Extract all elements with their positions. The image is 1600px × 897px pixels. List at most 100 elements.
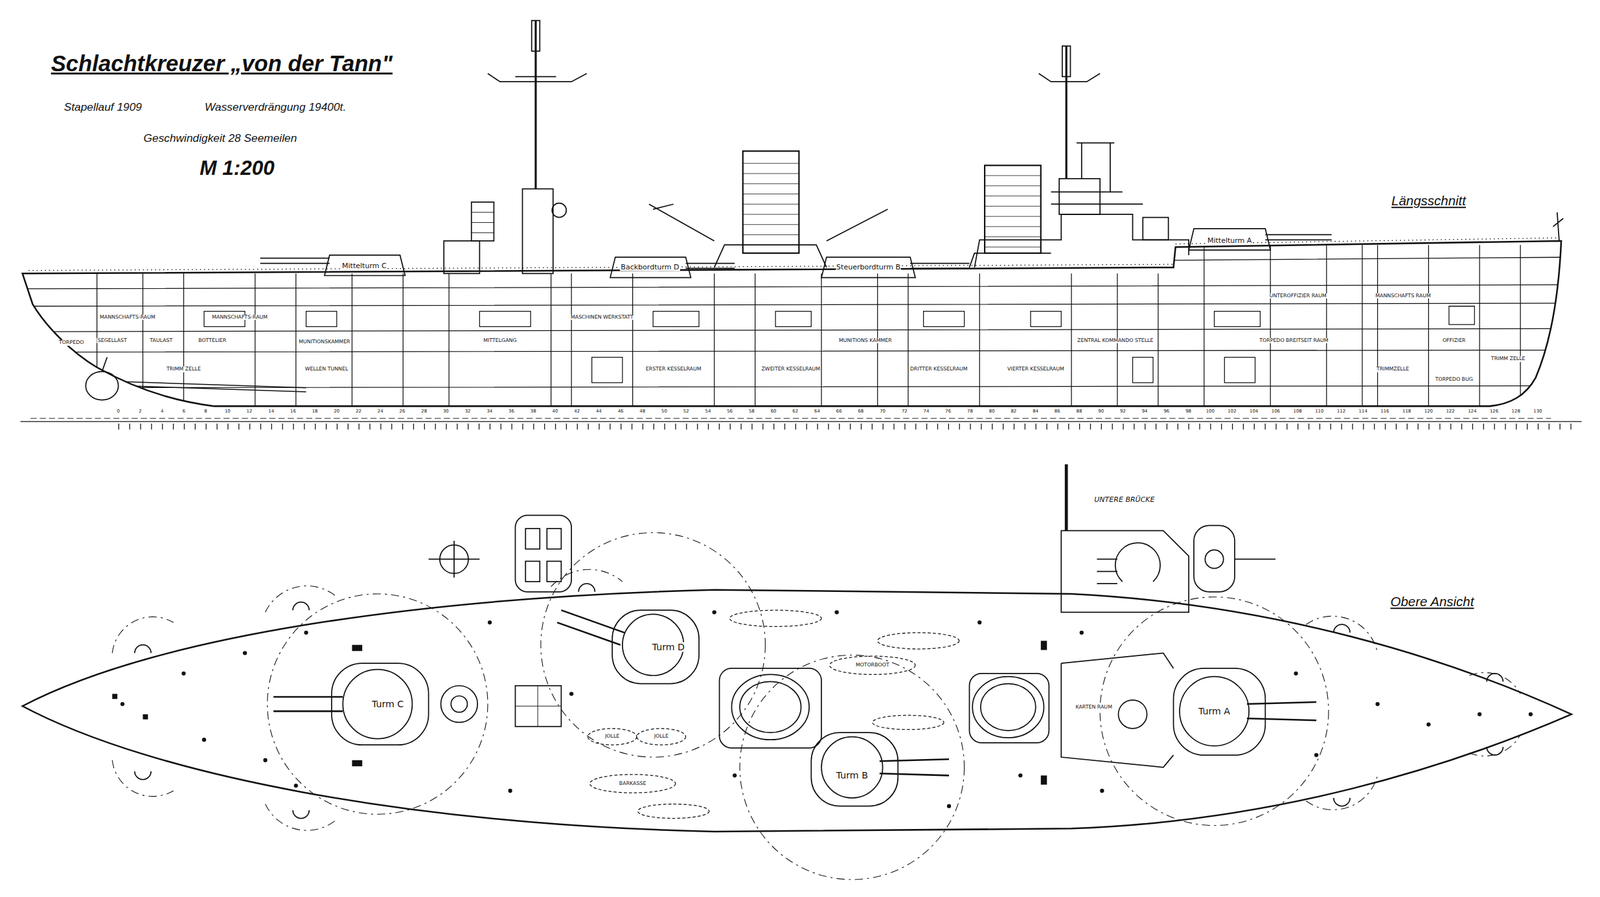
plan-view-part <box>1118 700 1147 729</box>
side-profile-part-part <box>592 357 1256 383</box>
plan-view <box>22 464 1572 880</box>
plan-view-part-part <box>143 714 149 720</box>
part-label: DRITTER KESSELRAUM <box>909 366 969 372</box>
header-text: Längsschnitt <box>1390 194 1467 209</box>
side-profile-part <box>471 202 495 241</box>
plan-view-part <box>450 695 468 712</box>
side-profile-part <box>1188 228 1332 251</box>
plan-view-part <box>546 528 561 550</box>
frame-number: 38 <box>529 410 538 415</box>
part-label: TRIMM ZELLE <box>165 366 202 372</box>
plan-view-part <box>22 590 1572 832</box>
side-profile-part <box>1059 178 1100 215</box>
side-profile-part <box>20 421 1582 422</box>
side-profile-part <box>22 240 1562 407</box>
plan-view-part-part <box>120 702 125 707</box>
frame-number: 68 <box>857 410 865 415</box>
part-label: Mittelturm C <box>341 262 388 271</box>
plan-view-part-part <box>112 569 1521 831</box>
plan-view-part-part <box>947 803 951 808</box>
header-text: Wasserverdrängung 19400t. <box>204 101 347 113</box>
frame-number: 130 <box>1532 410 1543 415</box>
side-profile-part <box>487 73 587 83</box>
side-profile-part <box>1553 212 1564 241</box>
side-profile-part-part <box>97 244 1521 409</box>
side-profile-part <box>531 20 541 52</box>
plan-view-part <box>525 528 540 550</box>
part-label: TORPEDO <box>58 340 85 346</box>
frame-number: 8 <box>203 410 208 415</box>
frame-number: 110 <box>1314 410 1325 415</box>
plan-view-part-part <box>181 671 186 676</box>
frame-number: 126 <box>1489 410 1499 415</box>
plan-view-part-part <box>202 737 206 742</box>
part-label: OFFIZIER <box>1441 338 1467 344</box>
plan-view-part-part <box>587 728 637 745</box>
plan-view-part-part <box>1477 712 1482 717</box>
frame-number: 100 <box>1205 410 1216 415</box>
frame-number: 16 <box>289 410 297 415</box>
plan-view-part <box>342 669 412 740</box>
frame-number: 74 <box>923 410 931 415</box>
plan-view-part-part <box>351 645 363 652</box>
part-label: TRIMMZELLE <box>1375 366 1410 372</box>
drawing-title: Schlachtkreuzer „von der Tann" <box>51 51 393 77</box>
plan-view-part <box>546 561 561 583</box>
part-label: MUNITIONS KAMMER <box>838 338 893 344</box>
frame-number: 48 <box>638 410 646 415</box>
side-profile-part <box>1039 73 1144 205</box>
frame-number: 6 <box>182 410 186 415</box>
plan-view-part <box>1173 668 1266 756</box>
plan-view-part <box>1115 542 1161 582</box>
part-label: Mittelturm A <box>1206 237 1253 245</box>
side-profile-part <box>522 189 554 275</box>
part-label: UNTERE BRÜCKE <box>1093 496 1155 504</box>
plan-view-part <box>331 663 429 745</box>
side-profile-part <box>1062 45 1071 77</box>
side-profile-part <box>85 371 118 401</box>
frame-number: 116 <box>1379 410 1390 415</box>
part-label: Steuerbordturm B <box>835 263 902 272</box>
part-label: MASCHINEN WERKSTATT <box>570 314 635 320</box>
part-label: MANNSCHAFTS RAUM <box>1374 293 1431 299</box>
frame-number: 54 <box>704 410 712 415</box>
plan-view-part <box>972 676 1044 739</box>
frame-number: 32 <box>464 410 472 415</box>
plan-view-part <box>1096 559 1276 584</box>
side-profile-part-part <box>20 257 1572 389</box>
side-profile-part <box>974 214 1189 268</box>
part-label: ZWEITER KESSELRAUM <box>760 366 821 372</box>
frame-number: 96 <box>1162 410 1170 415</box>
plan-view-part <box>879 759 949 776</box>
part-label: TAULAST <box>148 338 173 344</box>
frame-number: 28 <box>420 410 428 415</box>
part-label: TRIMM ZELLE <box>1490 356 1527 362</box>
plan-view-part-part <box>507 788 512 793</box>
frame-number: 88 <box>1075 410 1084 415</box>
plan-view-part-part <box>262 758 267 763</box>
header-text: Obere Ansicht <box>1389 595 1475 610</box>
plan-view-part-part <box>834 610 839 615</box>
plan-view-part <box>273 697 343 712</box>
plan-view-part-part <box>487 620 492 625</box>
part-label: BOTTELIER <box>197 338 227 344</box>
frame-number: 94 <box>1141 410 1149 415</box>
side-profile-part <box>984 175 1041 247</box>
plan-view-part <box>515 685 562 727</box>
plan-view-part <box>1061 652 1174 767</box>
frame-number: 108 <box>1292 410 1303 415</box>
frame-number: 14 <box>267 410 275 415</box>
part-label: MUNITIONSKAMMER <box>297 339 351 345</box>
part-label: ERSTER KESSELRAUM <box>645 366 703 372</box>
plan-view-part-part <box>638 803 710 819</box>
side-profile-part <box>610 257 735 278</box>
plan-view-part <box>1061 530 1189 613</box>
side-profile-part <box>649 204 889 241</box>
plan-view-part <box>811 732 898 806</box>
frame-number: 118 <box>1401 410 1412 415</box>
part-label: MITTELGANG <box>482 338 517 344</box>
header-text: Stapellauf 1909 <box>63 101 143 113</box>
plan-view-part <box>1246 702 1317 721</box>
frame-number: 80 <box>988 410 996 415</box>
part-label: TORPEDO BUG <box>1434 377 1474 383</box>
